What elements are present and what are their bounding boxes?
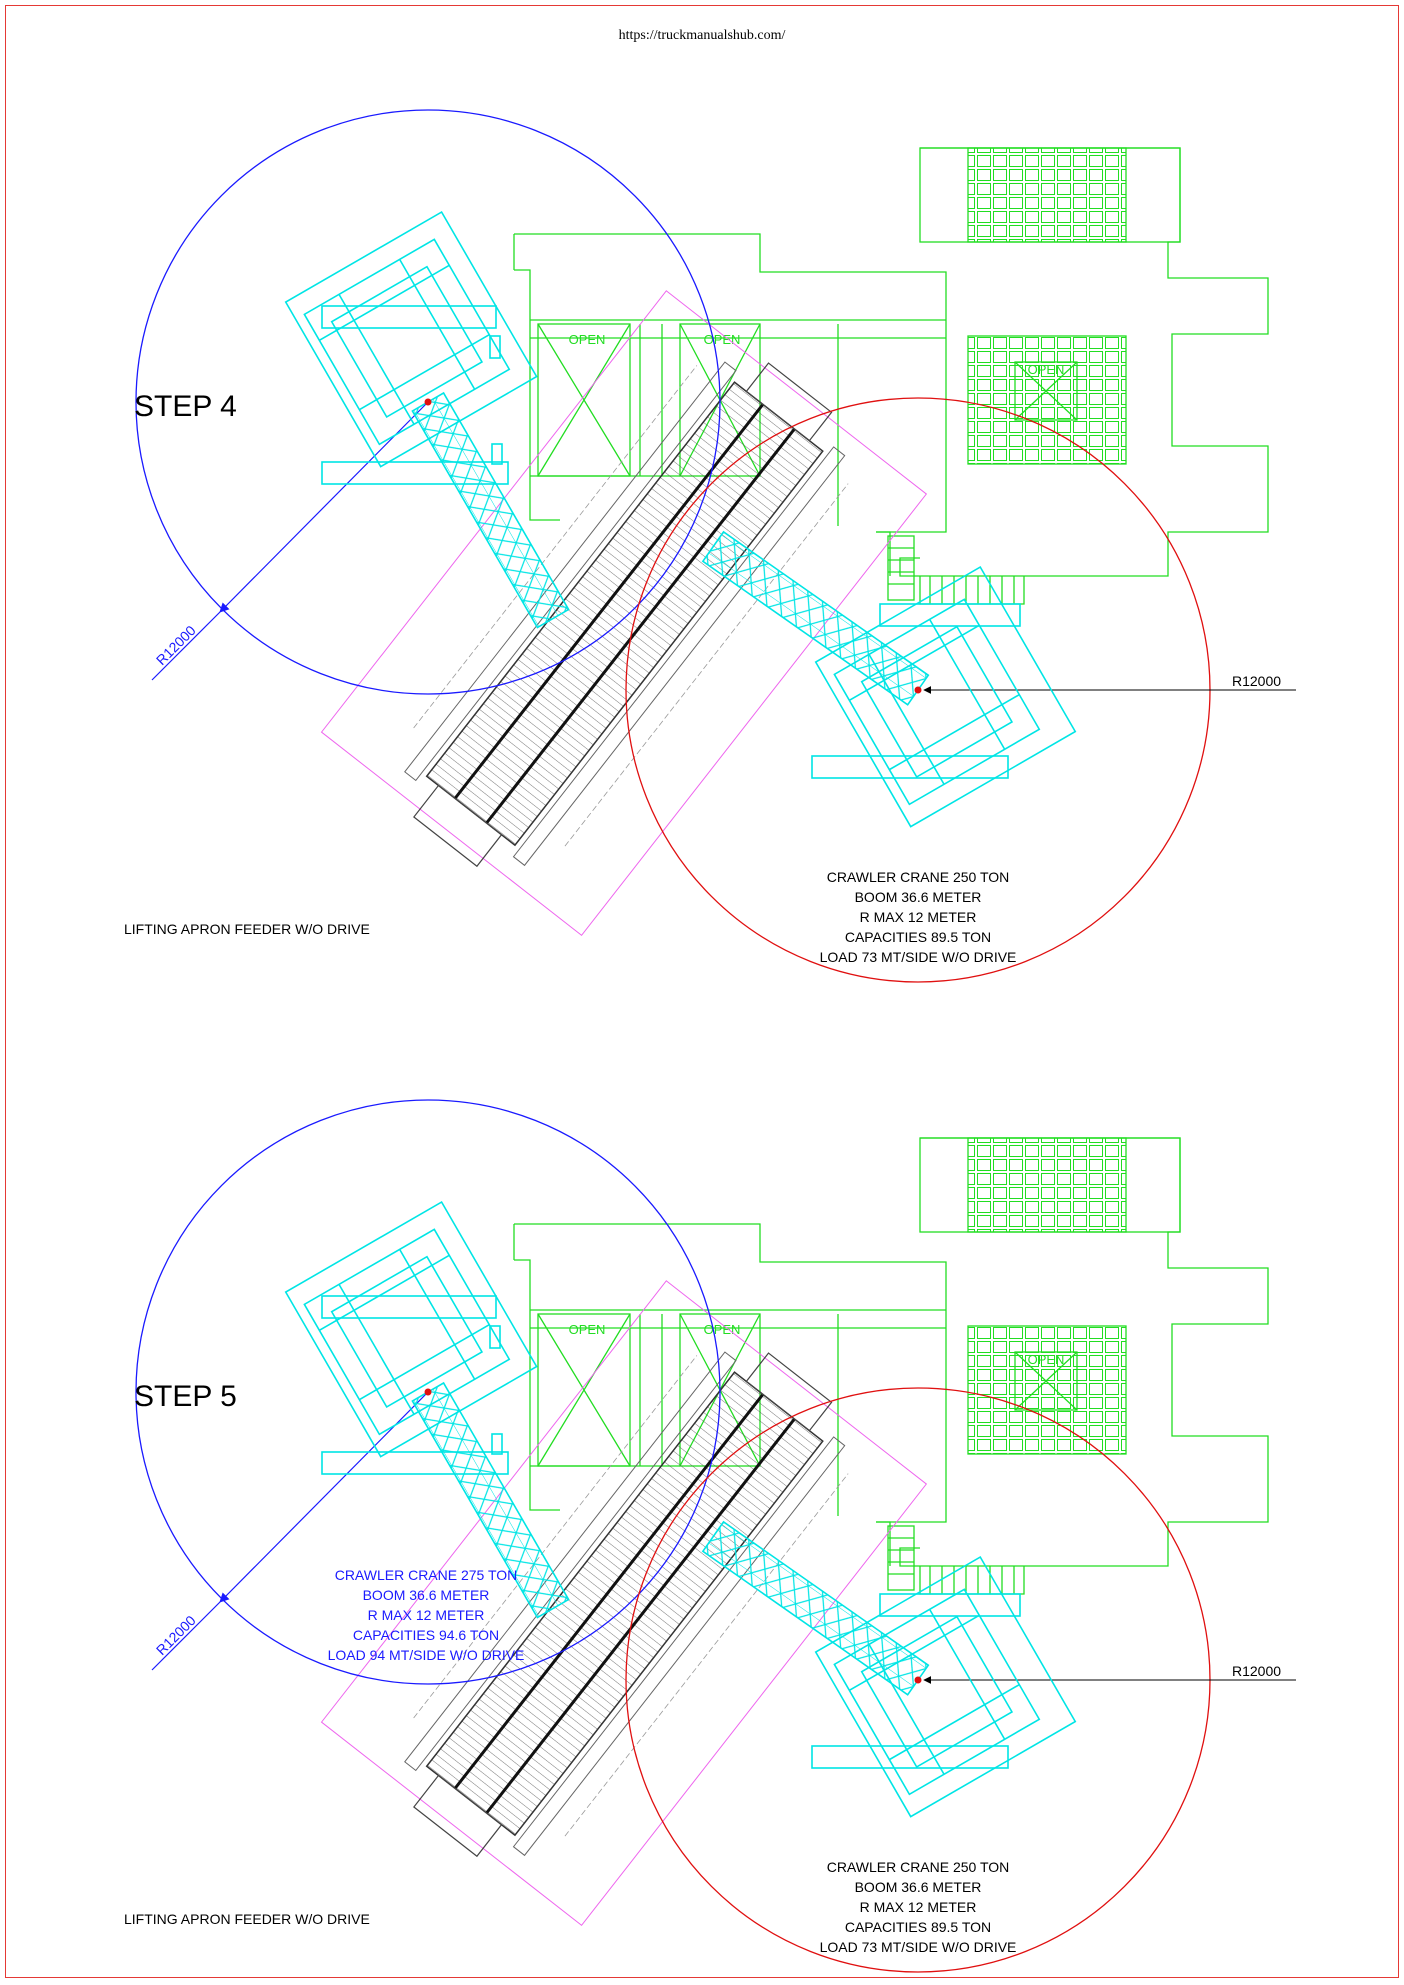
step-4-plan: STEP 4 R12000 R12000 CRAWLER CRANE 250 T… [124, 110, 1296, 982]
step-5-plan: STEP 5 R12000 R12000 CRAWLER CRANE 275 T… [124, 1100, 1296, 1972]
svg-text:BOOM 36.6 METER: BOOM 36.6 METER [363, 1587, 490, 1603]
radius-label-a: R12000 [153, 1612, 199, 1658]
source-url: https://truckmanualshub.com/ [618, 28, 786, 43]
drawing-frame [5, 5, 1399, 1978]
svg-text:CRAWLER CRANE 250 TON: CRAWLER CRANE 250 TON [827, 1859, 1010, 1875]
step-caption: LIFTING APRON FEEDER W/O DRIVE [124, 1911, 370, 1927]
svg-text:R MAX 12 METER: R MAX 12 METER [860, 909, 977, 925]
svg-text:CAPACITIES 89.5 TON: CAPACITIES 89.5 TON [845, 929, 991, 945]
svg-text:LOAD 73 MT/SIDE W/O DRIVE: LOAD 73 MT/SIDE W/O DRIVE [820, 1939, 1017, 1955]
svg-text:CAPACITIES 89.5 TON: CAPACITIES 89.5 TON [845, 1919, 991, 1935]
svg-text:LOAD 94 MT/SIDE W/O DRIVE: LOAD 94 MT/SIDE W/O DRIVE [328, 1647, 525, 1663]
radius-label-b: R12000 [1232, 673, 1281, 689]
svg-text:R MAX 12 METER: R MAX 12 METER [860, 1899, 977, 1915]
svg-text:CRAWLER CRANE 275 TON: CRAWLER CRANE 275 TON [335, 1567, 518, 1583]
svg-text:CRAWLER CRANE 250 TON: CRAWLER CRANE 250 TON [827, 869, 1010, 885]
step-title: STEP 4 [134, 390, 237, 423]
radius-label-a: R12000 [153, 622, 199, 668]
svg-text:CAPACITIES 94.6 TON: CAPACITIES 94.6 TON [353, 1627, 499, 1643]
crane-b-spec: CRAWLER CRANE 250 TON BOOM 36.6 METER R … [820, 869, 1017, 965]
svg-text:LOAD 73 MT/SIDE W/O DRIVE: LOAD 73 MT/SIDE W/O DRIVE [820, 949, 1017, 965]
radius-label-b: R12000 [1232, 1663, 1281, 1679]
step-title: STEP 5 [134, 1380, 237, 1413]
crane-b-spec: CRAWLER CRANE 250 TON BOOM 36.6 METER R … [820, 1859, 1017, 1955]
step-caption: LIFTING APRON FEEDER W/O DRIVE [124, 921, 370, 937]
crane-a-spec: CRAWLER CRANE 275 TON BOOM 36.6 METER R … [328, 1567, 525, 1663]
svg-text:BOOM 36.6 METER: BOOM 36.6 METER [855, 1879, 982, 1895]
svg-text:R MAX 12 METER: R MAX 12 METER [368, 1607, 485, 1623]
svg-text:BOOM 36.6 METER: BOOM 36.6 METER [855, 889, 982, 905]
